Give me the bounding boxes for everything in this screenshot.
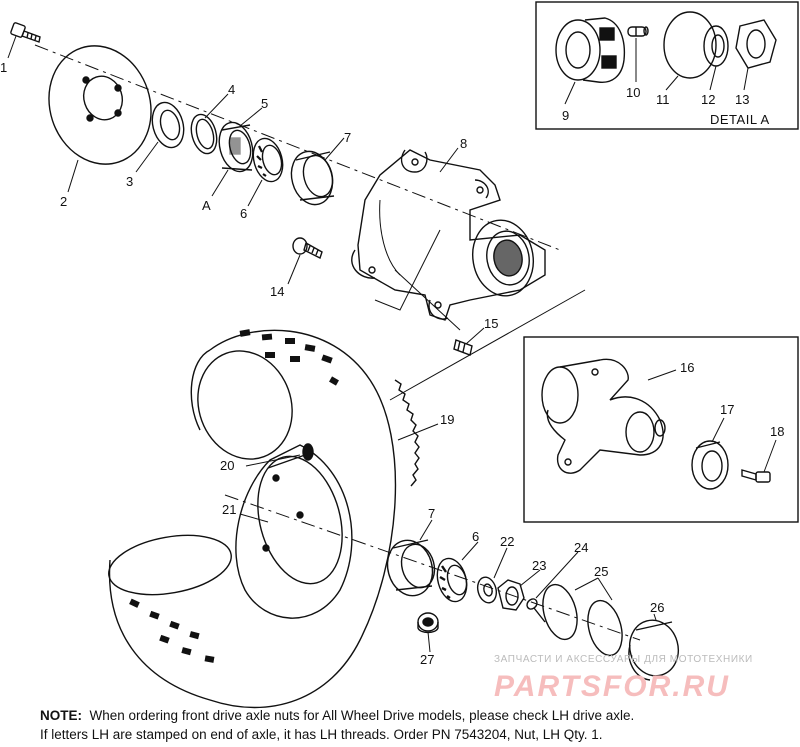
label-part-23: 23 — [532, 558, 546, 573]
label-part-26: 26 — [650, 600, 664, 615]
detail-a-box — [535, 1, 799, 130]
note-prefix: NOTE: — [40, 708, 82, 723]
label-part-6-lower: 6 — [472, 529, 479, 544]
stud-part-15 — [453, 339, 473, 356]
bearing-race-part-7-lower — [386, 539, 436, 597]
clutch-part-9 — [555, 17, 626, 83]
label-part-15: 15 — [484, 316, 498, 331]
seal-part-3 — [151, 101, 185, 149]
bearing-race-part-7 — [290, 150, 335, 206]
label-part-9: 9 — [562, 108, 569, 123]
label-part-4: 4 — [228, 82, 235, 97]
leader-lines — [7, 35, 777, 653]
note-text-2: If letters LH are stamped on end of axle… — [40, 727, 603, 742]
nut-part-13 — [735, 19, 777, 69]
watermark-tagline: ЗАПЧАСТИ И АКСЕССУАРЫ ДЛЯ МОТОТЕХНИКИ — [494, 654, 753, 665]
tire-part-19 — [108, 329, 420, 709]
washer-part-22 — [476, 576, 498, 604]
label-part-24: 24 — [574, 540, 588, 555]
label-part-11: 11 — [656, 92, 670, 107]
wheel-rim-part-20-21 — [235, 443, 353, 619]
spacer-part-27 — [417, 612, 439, 634]
label-part-7: 7 — [344, 130, 351, 145]
label-part-8: 8 — [460, 136, 467, 151]
label-part-22: 22 — [500, 534, 514, 549]
note-text-1: When ordering front drive axle nuts for … — [89, 708, 635, 723]
label-part-1: 1 — [0, 60, 7, 75]
label-part-19: 19 — [440, 412, 454, 427]
label-part-7-lower: 7 — [428, 506, 435, 521]
bearing-part-6 — [252, 137, 284, 183]
ring-part-4 — [190, 113, 218, 155]
clutch-assembly-part-5 — [218, 121, 254, 173]
label-part-21: 21 — [222, 502, 236, 517]
label-part-2: 2 — [60, 194, 67, 209]
label-part-5: 5 — [261, 96, 268, 111]
note-line-1: NOTE: When ordering front drive axle nut… — [40, 706, 800, 725]
o-rings-part-25 — [542, 583, 623, 657]
o-ring-part-11 — [663, 11, 717, 79]
hub-part-8 — [351, 149, 546, 321]
label-part-6: 6 — [240, 206, 247, 221]
reference-lines — [374, 229, 586, 401]
bolt-part-18 — [741, 469, 771, 483]
part-labels: 1 2 3 4 5 A 6 7 8 9 10 11 12 13 DETAIL A… — [0, 60, 784, 667]
roller-part-10 — [627, 26, 649, 37]
watermark-logo: PARTSFOR.RU — [494, 670, 730, 703]
inset-box-hub-variant — [523, 336, 799, 523]
label-part-A: A — [202, 198, 211, 213]
nut-part-23 — [497, 579, 525, 611]
lock-part-17 — [691, 440, 729, 490]
bearing-part-6-lower — [436, 557, 468, 603]
watermark: ЗАПЧАСТИ И АКСЕССУАРЫ ДЛЯ МОТОТЕХНИКИ PA… — [494, 654, 753, 703]
bolt-part-1 — [10, 22, 41, 43]
bolt-part-14 — [292, 237, 323, 259]
label-part-13: 13 — [735, 92, 749, 107]
cotter-part-24 — [526, 598, 546, 623]
note-line-2: If letters LH are stamped on end of axle… — [40, 725, 800, 744]
label-part-12: 12 — [701, 92, 715, 107]
hub-part-16 — [541, 358, 666, 474]
label-part-3: 3 — [126, 174, 133, 189]
label-part-16: 16 — [680, 360, 694, 375]
label-part-14: 14 — [270, 284, 284, 299]
brake-disc-part-2 — [48, 45, 152, 165]
ordering-note: NOTE: When ordering front drive axle nut… — [40, 706, 800, 744]
label-part-17: 17 — [720, 402, 734, 417]
label-part-25: 25 — [594, 564, 608, 579]
detail-a-title: DETAIL A — [710, 112, 770, 127]
label-part-10: 10 — [626, 85, 640, 100]
label-part-20: 20 — [220, 458, 234, 473]
label-part-27: 27 — [420, 652, 434, 667]
cap-part-26 — [628, 619, 679, 681]
label-part-18: 18 — [770, 424, 784, 439]
